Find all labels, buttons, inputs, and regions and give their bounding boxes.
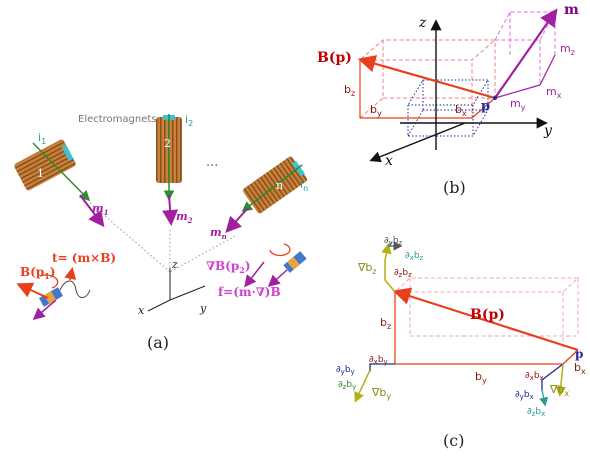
current-1-label: i1	[38, 131, 46, 146]
grad-by-label: ∇by	[371, 386, 391, 401]
origin-box	[407, 79, 489, 137]
dz-by-label: ∂zby	[338, 380, 356, 391]
moment-1-arrow	[79, 194, 105, 228]
bx-line	[471, 97, 496, 119]
field-p1-arrow	[16, 282, 49, 299]
point-label-c: p	[575, 347, 583, 361]
my-label-b: my	[510, 97, 526, 112]
by-label-c: by	[475, 370, 487, 385]
force-equation: f=(m·∇)B	[218, 285, 281, 299]
dx-bx-label: ∂xbx	[525, 371, 544, 382]
field-label-b: B(p)	[317, 50, 352, 66]
mz-label-b: mz	[560, 42, 575, 57]
coil-n-number: n	[276, 179, 283, 192]
axes-a: z y x	[138, 258, 207, 317]
caption-a: (a)	[147, 333, 169, 352]
dy-by-vector	[369, 363, 395, 372]
by-label-b: by	[370, 103, 382, 118]
svg-text:y: y	[199, 302, 207, 315]
moment-2-label: m2	[176, 210, 193, 225]
dx-bz-arrow	[387, 241, 393, 247]
field-p1-label: B(p1)	[20, 265, 55, 281]
grad-bx-arrow	[555, 363, 566, 397]
torque-equation: t= (m×B)	[52, 251, 116, 265]
magnet-right-moment	[267, 269, 288, 287]
panel-b: z y x B(p) m p bz by bx mz my mx (b)	[317, 2, 579, 197]
torque-spring	[59, 280, 91, 298]
moment-2-arrow	[162, 194, 179, 226]
gradient-label: ∇B(p2)	[206, 259, 251, 275]
current-n-label: in	[300, 178, 308, 193]
magnet-right-band	[287, 256, 300, 270]
gradient-arrow	[244, 261, 265, 288]
moment-label-b: m	[564, 2, 579, 18]
mx-line	[539, 54, 556, 86]
magnet-left-moment	[32, 299, 57, 320]
dz-bz-label: ∂zbz	[394, 268, 412, 279]
svg-text:z: z	[171, 258, 178, 271]
moment-n-label: mn	[210, 226, 227, 241]
dy-bx-label: ∂ybx	[515, 390, 534, 401]
dy-by-label: ∂yby	[336, 365, 355, 376]
grad-bz-vector	[384, 260, 396, 293]
coil-1-number: 1	[37, 167, 44, 180]
svg-text:y: y	[543, 123, 553, 139]
moment-vector-b	[494, 8, 558, 99]
dx-bz-label: ∂xbz	[405, 251, 424, 262]
svg-text:x: x	[385, 153, 393, 169]
coil-2-number: 2	[164, 137, 171, 150]
moment-n-arrow	[225, 207, 249, 233]
magnet-left-band	[44, 291, 57, 304]
caption-b: (b)	[443, 178, 466, 197]
svg-text:z: z	[418, 15, 427, 31]
mx-label-b: mx	[546, 85, 562, 100]
bx-label-c: bx	[574, 361, 586, 376]
grad-bz-arrow	[381, 243, 392, 261]
dy-bz-label: ∂ybz	[384, 236, 403, 247]
point-label-b: p	[481, 99, 490, 114]
electromagnets-title: Electromagnets	[78, 114, 157, 125]
torque-arrow	[64, 267, 77, 281]
electromagnet-1	[14, 139, 76, 191]
axes-b: z y x	[369, 15, 553, 169]
dotted-line-n	[169, 235, 236, 273]
field-label-c: B(p)	[470, 307, 505, 323]
grad-bz-label: ∇bz	[357, 261, 377, 276]
bz-label-b: bz	[344, 83, 355, 98]
point-p-b	[493, 96, 497, 100]
panel-a: Electromagnets ... 1 i1 m1 2 i2 m2 n in	[14, 113, 308, 352]
my-line	[494, 84, 541, 99]
moment-1-label: m1	[92, 202, 109, 217]
svg-text:x: x	[138, 304, 145, 317]
dz-bx-label: ∂zbx	[527, 407, 545, 418]
caption-c: (c)	[443, 431, 464, 450]
grad-bx-label: ∇bx	[549, 383, 569, 398]
dy-bx-vector	[541, 363, 564, 390]
panel-c: B(p) p bz by bx ∇bz ∂ybz ∂xbz ∂zbz ∂xby …	[336, 236, 586, 450]
dx-by-label: ∂xby	[369, 355, 388, 366]
torque-rotation-icon	[39, 274, 59, 289]
bz-label-c: bz	[380, 316, 391, 331]
dz-bx-arrow	[539, 389, 549, 407]
coil-n-axis	[241, 164, 303, 212]
bx-line-c	[562, 349, 579, 365]
bx-label-b: bx	[455, 103, 467, 118]
current-2-label: i2	[185, 113, 193, 128]
field-vector-b	[357, 55, 496, 100]
grad-by-arrow	[354, 369, 371, 403]
coil-1-axis	[32, 142, 91, 202]
force-rotation-icon	[269, 243, 291, 257]
field-vector-c	[392, 287, 579, 352]
coil-ellipsis: ...	[206, 155, 218, 170]
dotted-line-1	[89, 202, 171, 273]
